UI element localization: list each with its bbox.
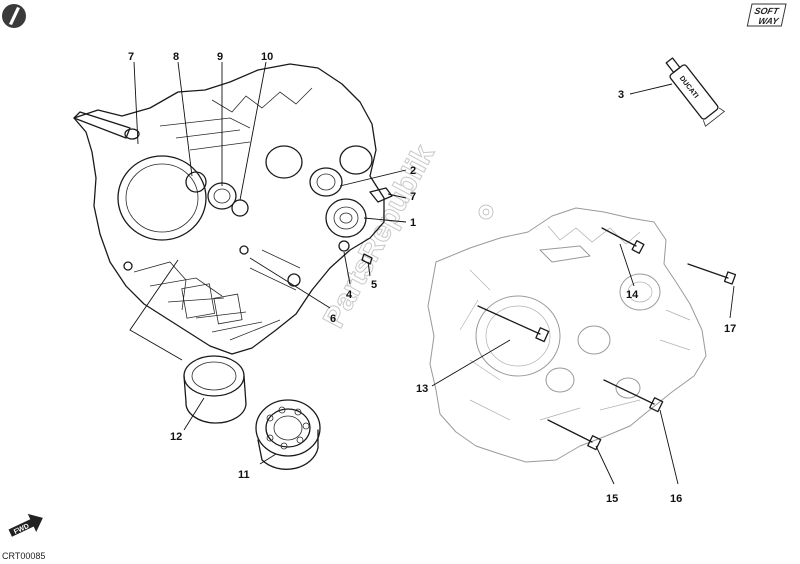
callout-10: 10: [261, 51, 273, 63]
logo-line-2: WAY: [757, 16, 780, 26]
callout-7-right: 7: [410, 191, 416, 203]
watermark-text: PartsRepublik: [317, 139, 441, 333]
bolt-part-16: [603, 379, 664, 413]
callout-1: 1: [410, 217, 416, 229]
drawing-code: CRT00085: [2, 551, 45, 561]
callout-8: 8: [173, 51, 179, 63]
watermark-gear-icon: [478, 204, 494, 220]
callout-14: 14: [626, 289, 639, 301]
callout-3: 3: [618, 89, 624, 101]
fwd-arrow-icon: FWD: [8, 513, 43, 537]
corner-logo-icon: [2, 4, 26, 28]
bearing-part-11: [255, 399, 321, 470]
callout-16: 16: [670, 493, 682, 505]
bolt-part-15: [547, 419, 602, 451]
bolt-part-13: [477, 305, 550, 343]
callout-5: 5: [371, 279, 377, 291]
callout-17: 17: [724, 323, 736, 335]
callout-6: 6: [330, 313, 336, 325]
left-crankcase-half: [73, 63, 393, 355]
right-crankcase-half: [427, 207, 707, 463]
sealant-tube-part-3: DUCATI: [665, 57, 726, 127]
callout-15: 15: [606, 493, 618, 505]
softway-logo: SOFT WAY: [746, 3, 787, 27]
callout-4: 4: [346, 289, 353, 301]
bolt-part-17: [687, 263, 737, 285]
logo-line-1: SOFT: [753, 6, 781, 16]
bolt-part-14: [601, 227, 645, 254]
callout-12: 12: [170, 431, 182, 443]
callout-9: 9: [217, 51, 223, 63]
fwd-label: FWD: [13, 523, 30, 536]
callout-13: 13: [416, 383, 428, 395]
bushing-part-12: [183, 355, 247, 424]
callout-7-left: 7: [128, 51, 134, 63]
leader-lines: [129, 61, 735, 485]
callout-11: 11: [238, 469, 250, 481]
callout-2: 2: [410, 165, 416, 177]
